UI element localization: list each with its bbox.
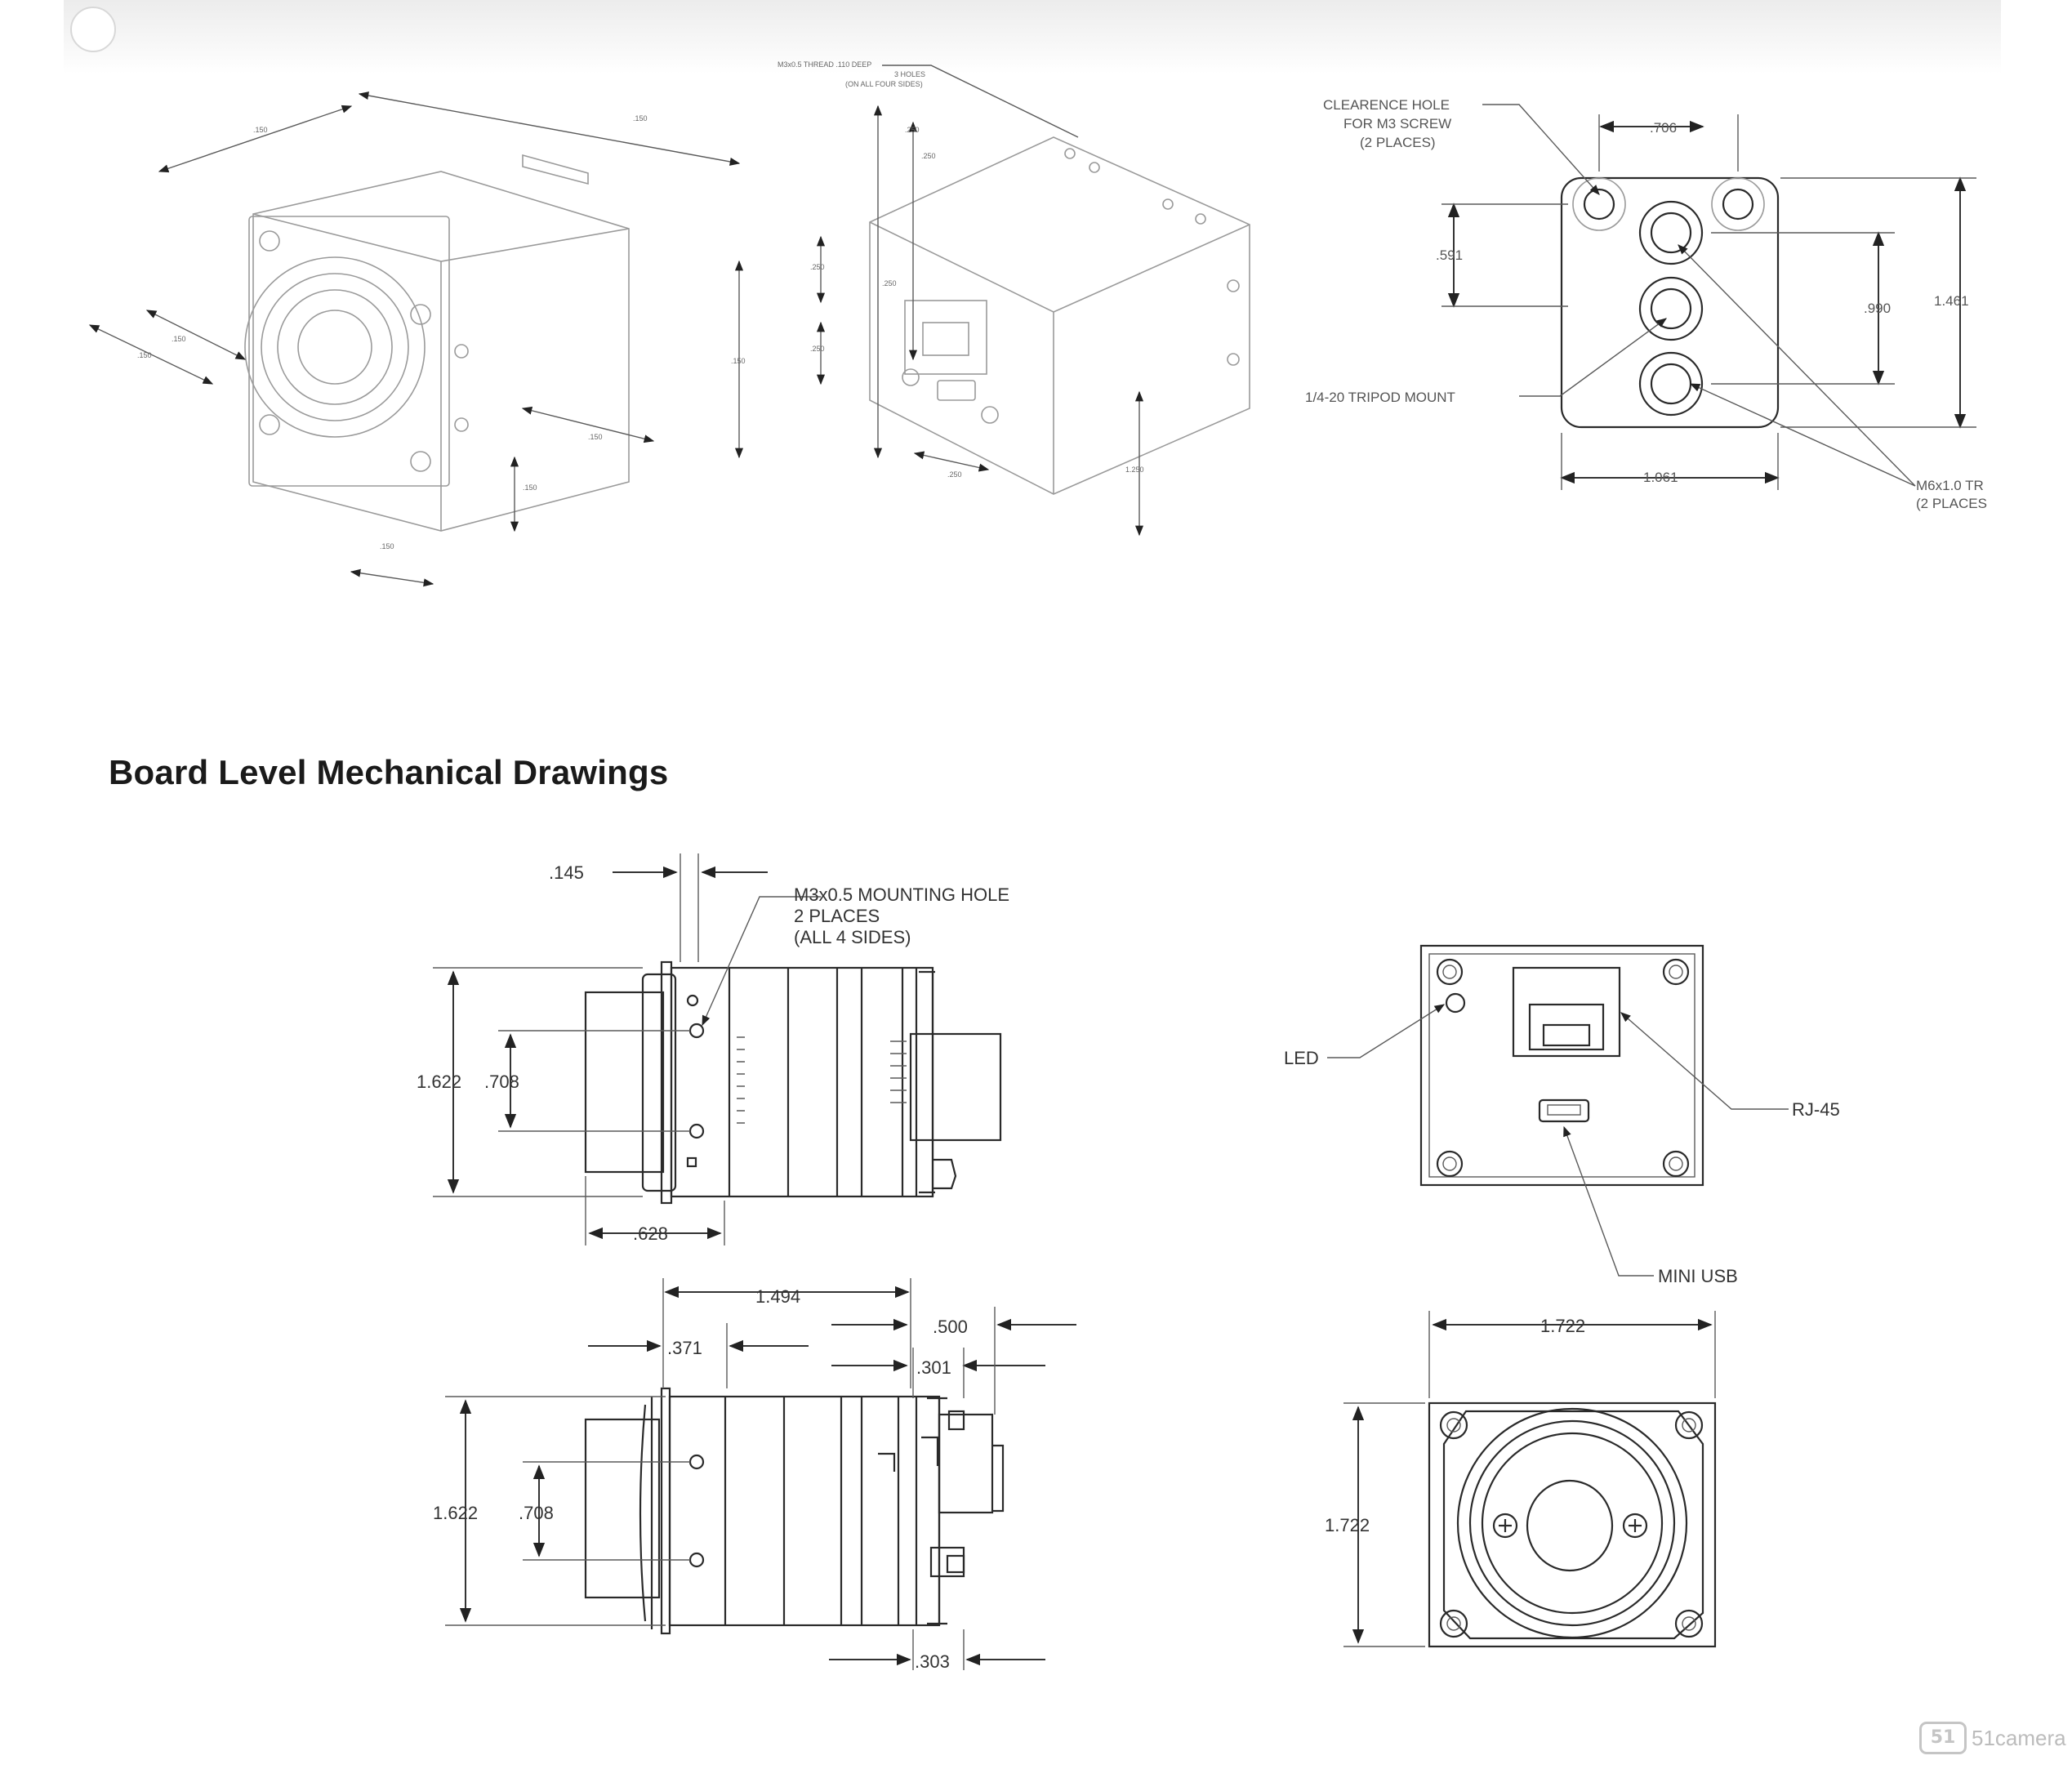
watermark: 51 51camera [1919, 1722, 2066, 1754]
label-mini-usb: MINI USB [1658, 1266, 1738, 1286]
note-text: CLEARENCE HOLE [1323, 97, 1450, 113]
note-text: 2 PLACES [794, 906, 880, 926]
dim-label: 1.722 [1540, 1316, 1585, 1336]
dim-label: 1.250 [1125, 466, 1144, 474]
label-led: LED [1284, 1048, 1319, 1068]
dim-label: .301 [916, 1357, 951, 1378]
dim-label: .150 [633, 114, 648, 123]
dim-label: .591 [1436, 247, 1463, 263]
label-rj45: RJ-45 [1792, 1099, 1840, 1120]
section-heading: Board Level Mechanical Drawings [109, 753, 669, 791]
dim-label: .990 [1864, 301, 1891, 316]
dim-label: .150 [137, 351, 152, 359]
dim-label: .250 [905, 126, 920, 134]
dim-label: 1.461 [1934, 293, 1969, 309]
dim-label: 1.061 [1643, 470, 1678, 485]
note-text: M3x0.5 MOUNTING HOLE [794, 884, 1009, 905]
dim-label: .150 [172, 335, 186, 343]
note-text: M3x0.5 THREAD .110 DEEP [778, 60, 871, 69]
dim-label: .500 [933, 1317, 968, 1337]
dim-label: .371 [667, 1338, 702, 1358]
dim-label: .250 [810, 263, 825, 271]
note-text: (2 PLACES) [1360, 135, 1436, 150]
circle-icon[interactable] [70, 7, 116, 52]
note-text: FOR M3 SCREW [1343, 116, 1451, 131]
dim-label: .708 [519, 1503, 554, 1523]
dim-label: .250 [947, 470, 962, 479]
dim-label: .303 [915, 1651, 950, 1672]
note-text: (2 PLACES [1916, 496, 1987, 511]
dim-label: .150 [253, 126, 268, 134]
note-text: (ON ALL FOUR SIDES) [845, 80, 923, 88]
note-text: 1/4-20 TRIPOD MOUNT [1305, 390, 1455, 405]
dim-label: .250 [921, 152, 936, 160]
front-view: 1.722 1.722 [1325, 1311, 1717, 1648]
note-text: M6x1.0 TR [1916, 478, 1984, 493]
dim-label: .150 [380, 542, 394, 550]
dim-label: .628 [633, 1223, 668, 1244]
dim-label: 1.622 [417, 1072, 461, 1092]
iso-rear-drawing: M3x0.5 THREAD .110 DEEP 3 HOLES (ON ALL … [778, 60, 1250, 537]
dim-label: .150 [523, 483, 537, 492]
note-text: 3 HOLES [894, 70, 925, 78]
iso-front-drawing: .150 .150 .150 .150 .150 .150 .150 .150 [88, 91, 746, 587]
dim-label: .250 [882, 279, 897, 287]
back-view: LED RJ-45 MINI USB [1284, 944, 1840, 1286]
rear-view-drawing: CLEARENCE HOLE FOR M3 SCREW (2 PLACES) .… [1305, 97, 1987, 511]
dim-label: .145 [549, 862, 584, 883]
side-view-bottom: 1.494 .371 .500 .301 1.622 .708 .303 [433, 1278, 1076, 1672]
watermark-text: 51camera [1972, 1725, 2066, 1750]
top-gradient-band [64, 0, 2001, 74]
side-view-top: .145 M3x0.5 MOUNTING HOLE 2 PLACES (ALL … [417, 853, 1009, 1245]
dim-label: .150 [588, 433, 603, 441]
dim-label: .250 [810, 345, 825, 353]
dim-label: 1.494 [755, 1286, 800, 1307]
dim-label: .706 [1650, 120, 1677, 136]
dim-label: .708 [484, 1072, 519, 1092]
dim-label: 1.622 [433, 1503, 478, 1523]
note-text: (ALL 4 SIDES) [794, 927, 911, 947]
camera-logo-icon: 51 [1919, 1722, 1967, 1754]
dim-label: 1.722 [1325, 1515, 1370, 1535]
dim-label: .150 [731, 357, 746, 365]
